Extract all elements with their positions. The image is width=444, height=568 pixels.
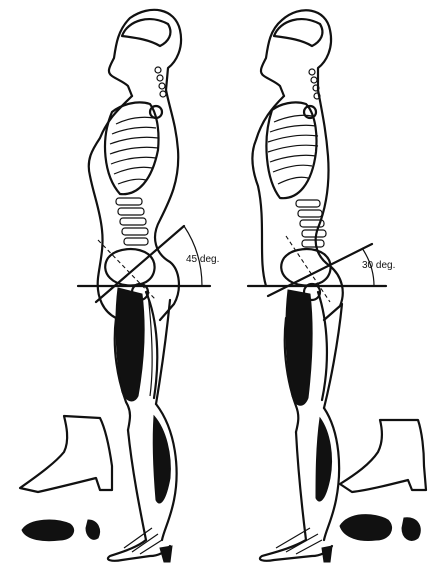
right-footprint-toe [340,515,392,541]
left-figure: 45 deg. [78,10,219,562]
left-calf-muscle [153,416,170,503]
left-angle-label: 45 deg. [186,254,219,265]
right-hair [274,19,322,46]
right-foot [260,540,332,561]
left-hair [122,19,170,46]
right-figure: 30 deg. [248,10,395,562]
left-shoe-outline [20,416,112,492]
left-pelvis [105,249,154,285]
left-head [109,10,181,96]
left-footprint-toe [22,520,74,541]
right-shoe-outline [340,420,426,492]
left-spine [116,67,166,245]
right-angle-label: 30 deg. [362,260,395,271]
right-ribcage [266,102,318,198]
right-footprint-heel [402,518,420,541]
right-calf-muscle [316,418,332,501]
right-spine [296,69,326,247]
left-footprint-heel [86,520,100,539]
